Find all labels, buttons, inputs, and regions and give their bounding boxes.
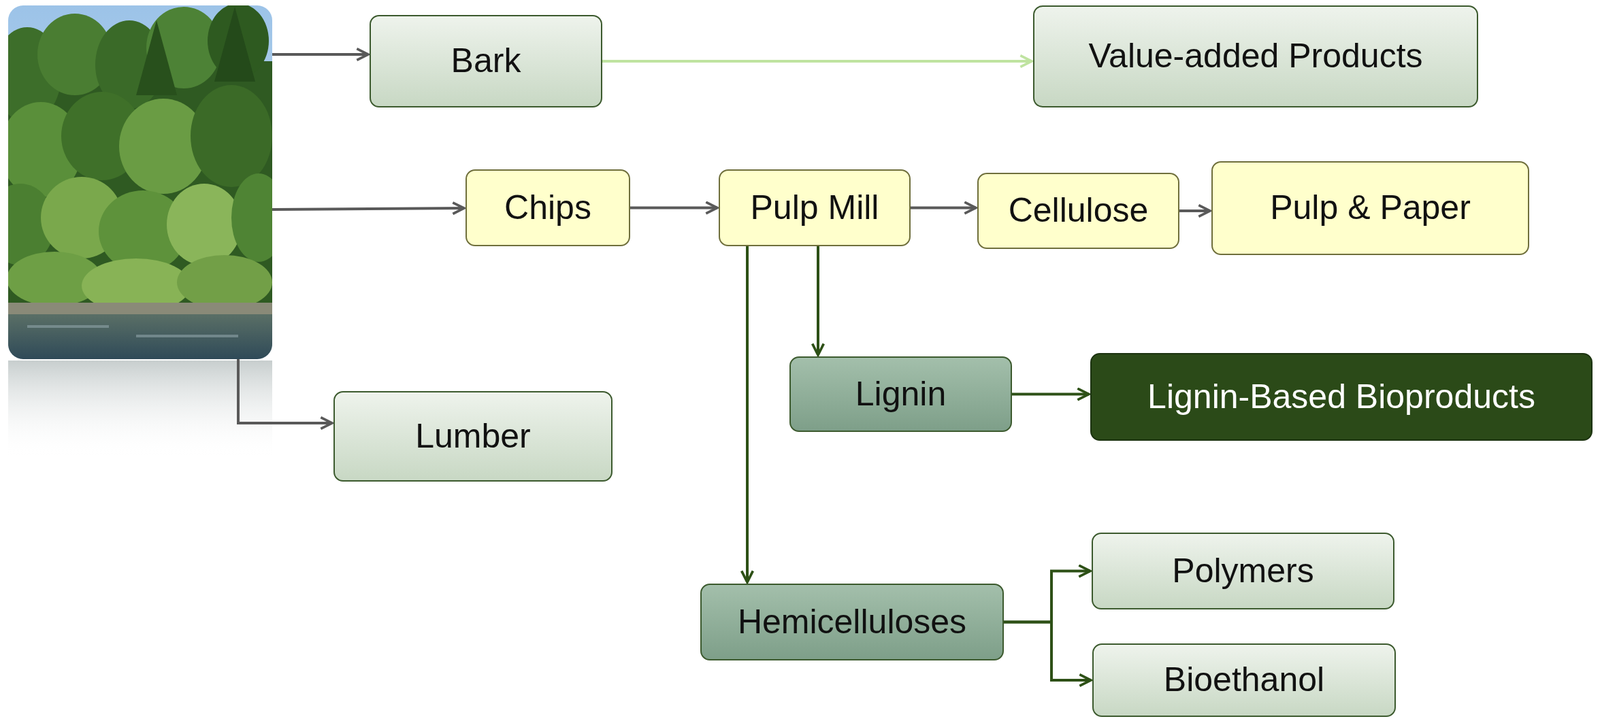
node-label: Polymers <box>1171 551 1314 592</box>
flow-arrow <box>1003 571 1091 623</box>
process-box: Pulp & Paper <box>1211 161 1530 256</box>
flow-arrow <box>602 59 1032 63</box>
process-box: Pulp Mill <box>718 169 911 247</box>
process-box: Bark <box>369 14 603 108</box>
process-box: Chips <box>465 169 631 247</box>
flow-arrow <box>630 206 718 210</box>
process-box: Lignin-Based Bioproducts <box>1090 353 1593 442</box>
flow-arrow <box>816 246 820 356</box>
process-box: Lignin <box>789 356 1012 433</box>
node-label: Pulp Mill <box>750 188 880 228</box>
node-label: Lignin-Based Bioproducts <box>1147 377 1536 418</box>
node-label: Cellulose <box>1008 191 1149 231</box>
flow-arrow <box>910 206 976 210</box>
source-arrow <box>238 359 333 424</box>
process-box: Cellulose <box>977 172 1180 250</box>
node-label: Value-added Products <box>1088 36 1423 77</box>
forest-photo <box>8 5 273 360</box>
process-box: Lumber <box>333 391 613 482</box>
node-label: Chips <box>504 188 592 228</box>
node-label: Pulp & Paper <box>1269 188 1471 228</box>
source-arrow <box>272 53 369 56</box>
node-label: Bark <box>451 41 522 81</box>
photo-reflection <box>8 360 273 460</box>
node-label: Bioethanol <box>1163 660 1325 701</box>
process-box: Polymers <box>1091 532 1395 610</box>
node-label: Lignin <box>855 374 946 415</box>
process-box: Hemicelluloses <box>700 583 1004 661</box>
process-box: Value-added Products <box>1033 5 1479 108</box>
node-label: Hemicelluloses <box>737 602 967 643</box>
source-arrow <box>272 208 465 210</box>
flow-arrow <box>1011 393 1089 397</box>
process-box: Bioethanol <box>1092 643 1396 718</box>
flow-arrow <box>745 246 749 583</box>
flow-arrow <box>1179 209 1211 213</box>
flow-arrow <box>1003 622 1091 682</box>
node-label: Lumber <box>415 417 531 457</box>
